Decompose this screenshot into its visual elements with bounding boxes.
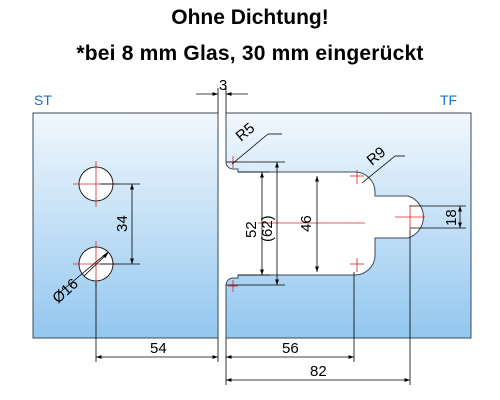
title-line-1: Ohne Dichtung! (171, 6, 329, 29)
title-line-2: *bei 8 mm Glas, 30 mm eingerückt (76, 42, 424, 65)
panel-label-tf: TF (440, 92, 458, 108)
dim-18: 18 (443, 209, 460, 226)
dim-46: 46 (298, 215, 315, 232)
panel-label-st: ST (34, 92, 52, 108)
dim-62: (62) (259, 215, 276, 242)
dim-hole-spacing: 34 (114, 215, 131, 232)
dim-82: 82 (310, 363, 327, 380)
dim-52: 52 (243, 221, 260, 238)
dim-54: 54 (150, 340, 167, 357)
dim-56: 56 (282, 340, 299, 357)
glass-panel-st (32, 112, 219, 339)
dimension-lines (57, 88, 466, 385)
dim-gap: 3 (219, 77, 227, 94)
